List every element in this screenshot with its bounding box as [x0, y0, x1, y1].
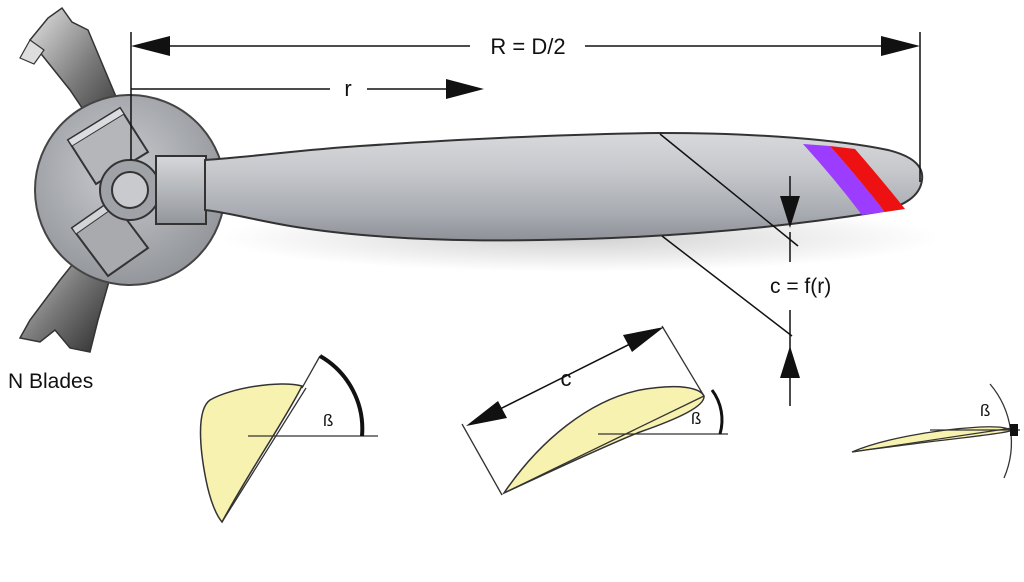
upper-blade-root	[66, 106, 150, 186]
pitch-angle-label-tip: ß	[980, 401, 990, 420]
airfoil-section-tip	[851, 383, 1020, 479]
chord-dim-line	[491, 339, 639, 414]
airfoil-root-shape	[199, 383, 304, 524]
chord-function-label: c = f(r)	[770, 275, 831, 298]
local-radius-arrow	[446, 79, 484, 99]
main-blade	[204, 131, 924, 242]
airfoil-mid-angle-arc	[710, 389, 724, 435]
airfoil-section-root	[199, 354, 378, 524]
propeller	[18, 6, 940, 353]
airfoil-tip-angle-mark	[1010, 424, 1018, 436]
radius-arrow-left	[131, 36, 170, 56]
chord-dim-arrow-right	[623, 327, 664, 352]
airfoil-root-chord	[221, 387, 307, 523]
airfoil-tip-chord	[851, 427, 1013, 453]
chord-arrow-down	[780, 196, 800, 228]
labels: R = D/2 r c = f(r) N Blades c ß ß ß	[8, 34, 990, 430]
pitch-angle-label-mid: ß	[691, 409, 701, 428]
pitch-angle-label-root: ß	[323, 411, 333, 430]
chord-arrow-up	[780, 346, 800, 378]
airfoil-root-pitch-line	[301, 355, 321, 389]
section-cut-line	[659, 133, 799, 247]
chord-dim-extension-left	[461, 423, 503, 496]
chord-label: c	[561, 366, 572, 391]
airfoil-section-mid	[461, 325, 728, 496]
tip-band-red	[830, 146, 905, 212]
tip-band-purple	[803, 144, 885, 215]
spinner-inner	[111, 171, 149, 209]
chord-dim-arrow-left	[466, 401, 507, 426]
radius-arrow-right	[881, 36, 920, 56]
chord-dim-extension-right	[661, 325, 705, 397]
radius-label: R = D/2	[490, 34, 565, 59]
airfoil-mid-shape	[501, 385, 705, 495]
arrowheads	[131, 36, 920, 378]
airfoil-root-angle-arc	[319, 354, 365, 437]
airfoil-mid-chord	[503, 395, 705, 494]
main-blade-root	[155, 155, 207, 225]
local-radius-label: r	[344, 76, 351, 101]
blade-count-label: N Blades	[8, 370, 93, 393]
chord-extension-lower	[661, 235, 793, 337]
